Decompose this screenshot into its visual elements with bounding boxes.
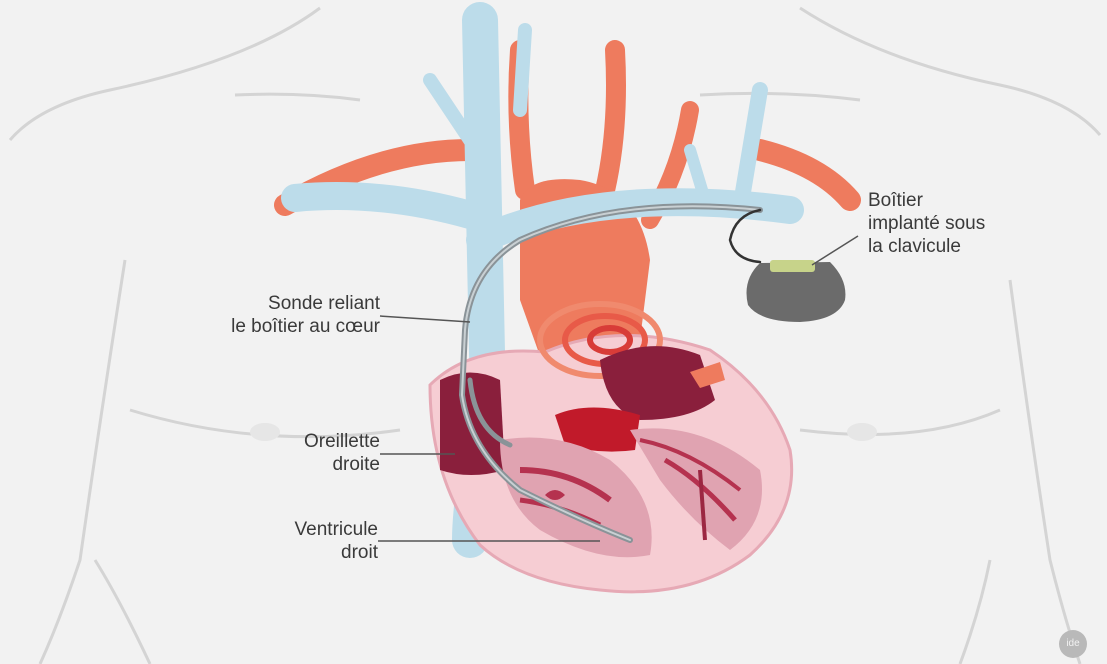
right-atrium-label-line-1: Oreillette — [225, 430, 380, 453]
pacemaker-device — [747, 260, 846, 322]
right-atrium-label: Oreillette droite — [225, 430, 380, 476]
lead-label: Sonde reliant le boîtier au cœur — [180, 292, 380, 338]
device-label-line-2: implanté sous — [868, 212, 985, 235]
right-ventricle-label-line-2: droit — [220, 541, 378, 564]
lead-label-line-2: le boîtier au cœur — [180, 315, 380, 338]
device-label-line-1: Boîtier — [868, 189, 985, 212]
right-atrium-label-line-2: droite — [225, 453, 380, 476]
lead-label-line-1: Sonde reliant — [180, 292, 380, 315]
right-ventricle-label-line-1: Ventricule — [220, 518, 378, 541]
device-label-line-3: la clavicule — [868, 235, 985, 258]
right-ventricle-label: Ventricule droit — [220, 518, 378, 564]
publisher-logo: ide — [1059, 630, 1087, 658]
device-label: Boîtier implanté sous la clavicule — [868, 189, 985, 258]
